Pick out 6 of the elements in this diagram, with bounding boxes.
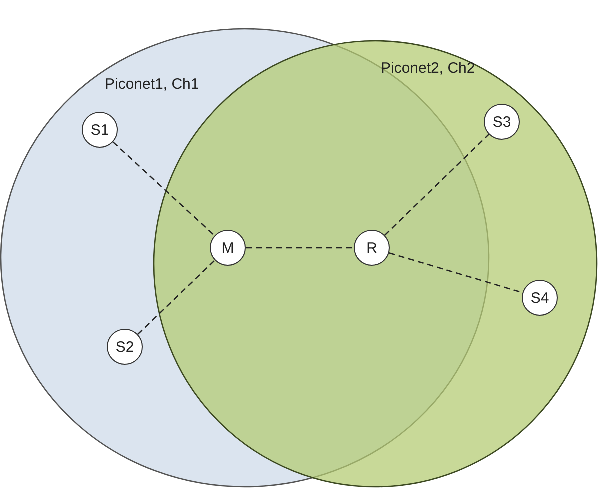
dashed-link [246, 247, 354, 249]
dashed-link [112, 142, 216, 236]
dashed-link [138, 260, 216, 335]
dashed-link [384, 134, 490, 236]
network-label: Piconet2, Ch2 [381, 60, 476, 77]
network-label: Piconet1, Ch1 [105, 76, 200, 93]
